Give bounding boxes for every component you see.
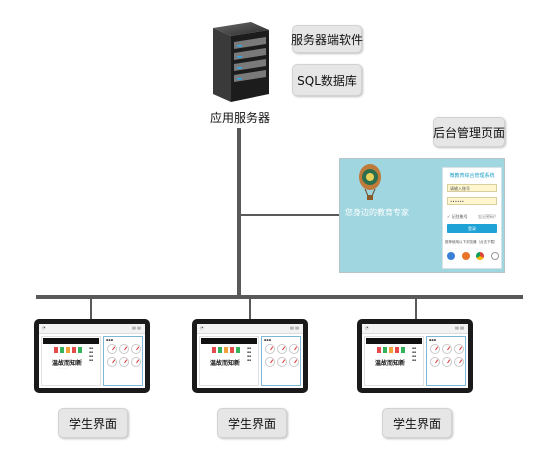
student-screen: ◔ ▤ ▤ ▪▪▪▪▪▪▪▪ 温故而知新 · · · · · · ▪▪▪ bbox=[197, 324, 303, 388]
gauge-icon bbox=[454, 344, 464, 354]
student-ui-tag-2: 学生界面 bbox=[217, 408, 287, 438]
screen-left-panel: ▪▪▪▪▪▪▪▪ 温故而知新 · · · · · · bbox=[364, 336, 424, 386]
login-button[interactable]: 登录 bbox=[447, 224, 497, 233]
score-list: ▪▪▪▪▪▪▪▪ bbox=[247, 346, 252, 362]
score-bars bbox=[377, 347, 405, 353]
student-ui-tag-1: 学生界面 bbox=[58, 408, 128, 438]
forgot-password-link[interactable]: 忘记密码？ bbox=[478, 214, 498, 219]
screen-subtitle: · · · · · · bbox=[214, 366, 225, 370]
score-bars bbox=[212, 347, 240, 353]
admin-page-tag: 后台管理页面 bbox=[433, 117, 505, 147]
screen-left-panel: ▪▪▪▪▪▪▪▪ 温故而知新 · · · · · · bbox=[199, 336, 259, 386]
admin-login-screenshot: 您身边的教育专家 微教育综合管理系统 请输入账号 •••••• ✓ 记住账号 忘… bbox=[339, 158, 505, 273]
screen-header-bar bbox=[43, 338, 99, 344]
screen-topbar: ◔ ▤ ▤ bbox=[362, 324, 468, 334]
remember-label: 记住账号 bbox=[451, 214, 468, 219]
remember-checkbox[interactable]: ✓ 记住账号 bbox=[447, 214, 468, 220]
server-caption: 应用服务器 bbox=[210, 111, 271, 125]
gauge-icon bbox=[119, 344, 129, 354]
gauge-icon bbox=[289, 357, 299, 367]
topbar-menu-icon: ▤ ▤ bbox=[455, 325, 464, 330]
firefox-browser-icon[interactable] bbox=[461, 252, 470, 260]
gauge-grid bbox=[430, 344, 464, 367]
screen-right-panel: ▪▪▪ bbox=[261, 336, 301, 386]
gauge-icon bbox=[454, 357, 464, 367]
app-logo-icon: ◔ bbox=[365, 325, 369, 330]
student-tablet-3: ◔ ▤ ▤ ▪▪▪▪▪▪▪▪ 温故而知新 · · · · · · ▪▪▪ bbox=[357, 319, 473, 393]
admin-slogan: 您身边的教育专家 bbox=[345, 208, 409, 217]
gauge-icon bbox=[107, 357, 117, 367]
screen-right-panel: ▪▪▪ bbox=[426, 336, 466, 386]
check-icon: ✓ bbox=[447, 214, 452, 219]
score-list: ▪▪▪▪▪▪▪▪ bbox=[412, 346, 417, 362]
gauge-icon bbox=[131, 344, 141, 354]
screen-header-bar bbox=[366, 338, 422, 344]
app-logo-icon: ◔ bbox=[42, 325, 46, 330]
gauge-grid bbox=[265, 344, 299, 367]
screen-header-bar bbox=[201, 338, 257, 344]
screen-title: 温故而知新 bbox=[52, 360, 83, 367]
gauge-icon bbox=[430, 344, 440, 354]
app-logo-icon: ◔ bbox=[200, 325, 204, 330]
gauge-icon bbox=[107, 344, 117, 354]
gauge-icon bbox=[442, 357, 452, 367]
score-list: ▪▪▪▪▪▪▪▪ bbox=[89, 346, 94, 362]
browser-note: 推荐使用以下浏览器（点击下载） bbox=[445, 240, 498, 244]
admin-branch-line bbox=[239, 214, 339, 216]
student-tablet-1: ◔ ▤ ▤ ▪▪▪▪▪▪▪▪ 温故而知新 · · · · · · ▪▪▪ bbox=[34, 319, 150, 393]
drop-line-1 bbox=[90, 298, 92, 319]
trunk-line bbox=[237, 128, 241, 297]
password-input[interactable]: •••••• bbox=[447, 197, 497, 205]
gauge-icon bbox=[442, 344, 452, 354]
screen-subtitle: · · · · · · bbox=[379, 366, 390, 370]
screen-topbar: ◔ ▤ ▤ bbox=[197, 324, 303, 334]
sql-database-tag: SQL数据库 bbox=[292, 64, 362, 96]
screen-title: 温故而知新 bbox=[375, 360, 406, 367]
student-tablet-2: ◔ ▤ ▤ ▪▪▪▪▪▪▪▪ 温故而知新 · · · · · · ▪▪▪ bbox=[192, 319, 308, 393]
gauge-icon bbox=[289, 344, 299, 354]
balloon-logo-icon bbox=[357, 163, 383, 201]
topbar-menu-icon: ▤ ▤ bbox=[290, 325, 299, 330]
brace-browser-icon[interactable] bbox=[490, 252, 499, 260]
gauge-icon bbox=[119, 357, 129, 367]
gauge-icon bbox=[277, 357, 287, 367]
chrome-browser-icon[interactable] bbox=[476, 252, 485, 260]
login-title: 微教育综合管理系统 bbox=[449, 173, 495, 179]
gauge-icon bbox=[277, 344, 287, 354]
screen-left-panel: ▪▪▪▪▪▪▪▪ 温故而知新 · · · · · · bbox=[41, 336, 101, 386]
username-input[interactable]: 请输入账号 bbox=[447, 184, 497, 192]
screen-title: 温故而知新 bbox=[210, 360, 241, 367]
ie-browser-icon[interactable] bbox=[447, 252, 455, 260]
gauge-icon bbox=[265, 344, 275, 354]
drop-line-2 bbox=[249, 298, 251, 319]
screen-right-panel: ▪▪▪ bbox=[103, 336, 143, 386]
student-screen: ◔ ▤ ▤ ▪▪▪▪▪▪▪▪ 温故而知新 · · · · · · ▪▪▪ bbox=[39, 324, 145, 388]
screen-topbar: ◔ ▤ ▤ bbox=[39, 324, 145, 334]
browser-icons bbox=[447, 250, 499, 262]
student-ui-tag-3: 学生界面 bbox=[382, 408, 452, 438]
panel-heading: ▪▪▪ bbox=[264, 338, 272, 342]
drop-line-3 bbox=[415, 298, 417, 319]
gauge-icon bbox=[265, 357, 275, 367]
bus-line bbox=[36, 295, 523, 299]
panel-heading: ▪▪▪ bbox=[429, 338, 437, 342]
screen-subtitle: · · · · · · bbox=[56, 366, 67, 370]
gauge-grid bbox=[107, 344, 141, 367]
gauge-icon bbox=[430, 357, 440, 367]
login-panel: 微教育综合管理系统 请输入账号 •••••• ✓ 记住账号 忘记密码？ 登录 推… bbox=[442, 167, 502, 269]
panel-heading: ▪▪▪ bbox=[106, 338, 114, 342]
server-icon bbox=[203, 22, 275, 104]
student-screen: ◔ ▤ ▤ ▪▪▪▪▪▪▪▪ 温故而知新 · · · · · · ▪▪▪ bbox=[362, 324, 468, 388]
topbar-menu-icon: ▤ ▤ bbox=[132, 325, 141, 330]
score-bars bbox=[54, 347, 82, 353]
server-software-tag: 服务器端软件 bbox=[291, 25, 363, 53]
gauge-icon bbox=[131, 357, 141, 367]
